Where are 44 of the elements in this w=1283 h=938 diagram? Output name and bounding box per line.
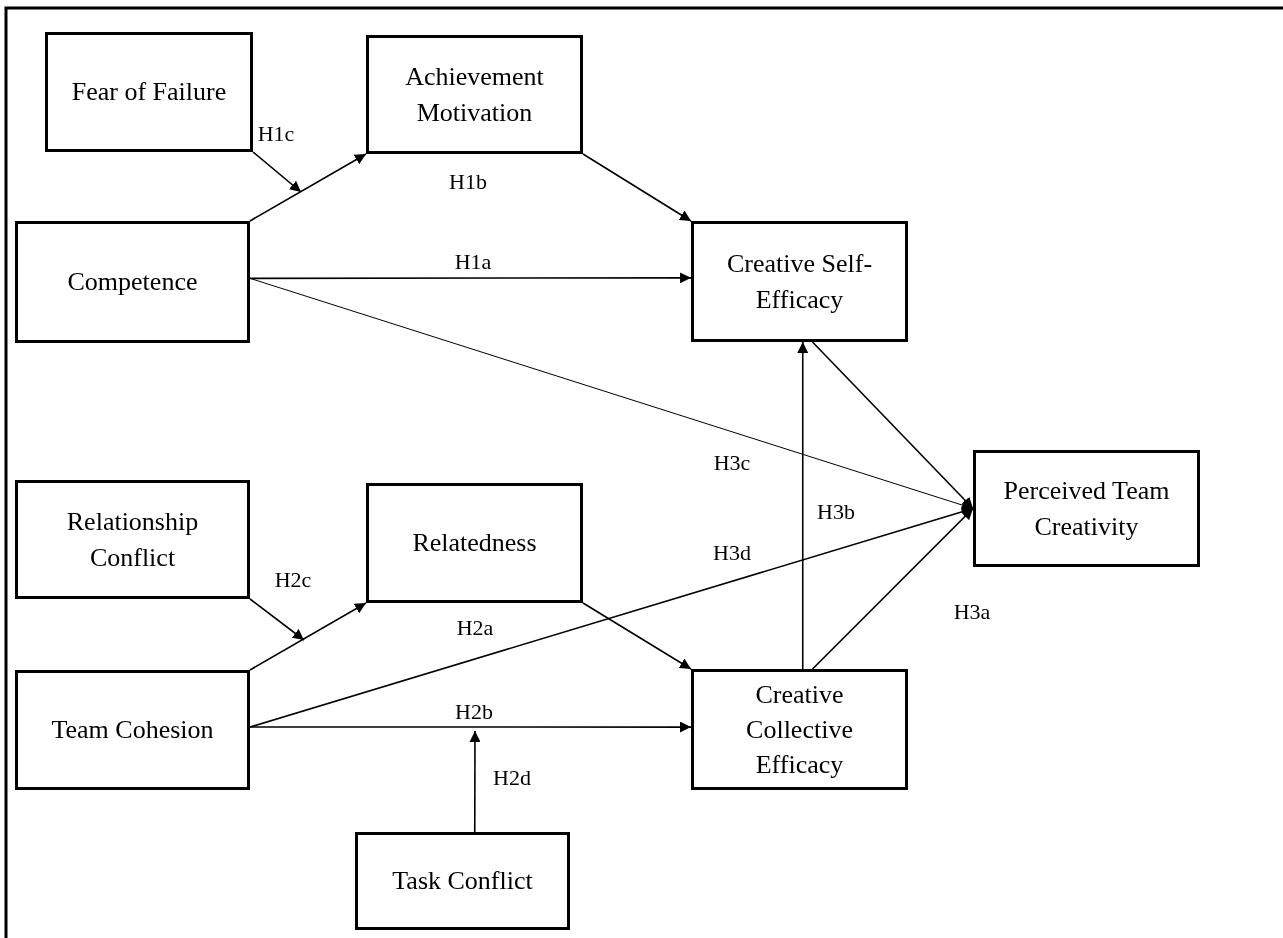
construct-box (15, 670, 250, 790)
hypothesis-label: H3b (817, 501, 855, 523)
arrow (797, 341, 809, 670)
arrow (249, 272, 692, 284)
construct-name: Competence (67, 266, 198, 299)
hypothesis-label: H2b (455, 701, 493, 723)
construct-name: Creative Self-Efficacy (725, 248, 874, 316)
construct-name: Perceived Team Creativity (1002, 475, 1171, 543)
construct-name: Achievement Motivation (404, 61, 545, 129)
hypothesis-label: H2c (274, 569, 312, 591)
hypothesis-label: H3a (953, 601, 991, 623)
arrow (582, 153, 692, 222)
arrow (249, 602, 367, 671)
hypothesis-label: H1c (257, 123, 295, 145)
construct-box (355, 832, 570, 930)
arrow (249, 598, 305, 641)
hypothesis-label: H2a (456, 617, 494, 639)
arrow (252, 151, 302, 193)
arrow (811, 341, 974, 510)
arrow (249, 153, 367, 222)
arrow (249, 721, 692, 733)
hypothesis-label: H2d (493, 767, 531, 789)
construct-name: Relatedness (412, 527, 537, 560)
arrow (811, 507, 974, 670)
construct-box (15, 480, 250, 599)
construct-box (366, 35, 583, 154)
construct-name: Task Conflict (392, 865, 533, 898)
hypothesis-label: H3c (713, 452, 751, 474)
construct-box (366, 483, 583, 603)
hypothesis-label: H1b (449, 171, 487, 193)
arrow (469, 730, 481, 833)
construct-name: Creative Collective Efficacy (745, 678, 854, 782)
construct-name: Team Cohesion (51, 714, 214, 747)
hypothesis-label: H3d (713, 542, 751, 564)
construct-name: Fear of Failure (71, 76, 227, 109)
hypothesis-label: H1a (454, 251, 492, 273)
construct-box (691, 221, 908, 342)
construct-box (45, 32, 253, 152)
construct-name: Relationship Conflict (65, 506, 200, 574)
construct-box (15, 221, 250, 343)
arrow (249, 506, 974, 728)
construct-box (691, 669, 908, 790)
arrow (582, 602, 692, 670)
construct-box (973, 450, 1200, 567)
